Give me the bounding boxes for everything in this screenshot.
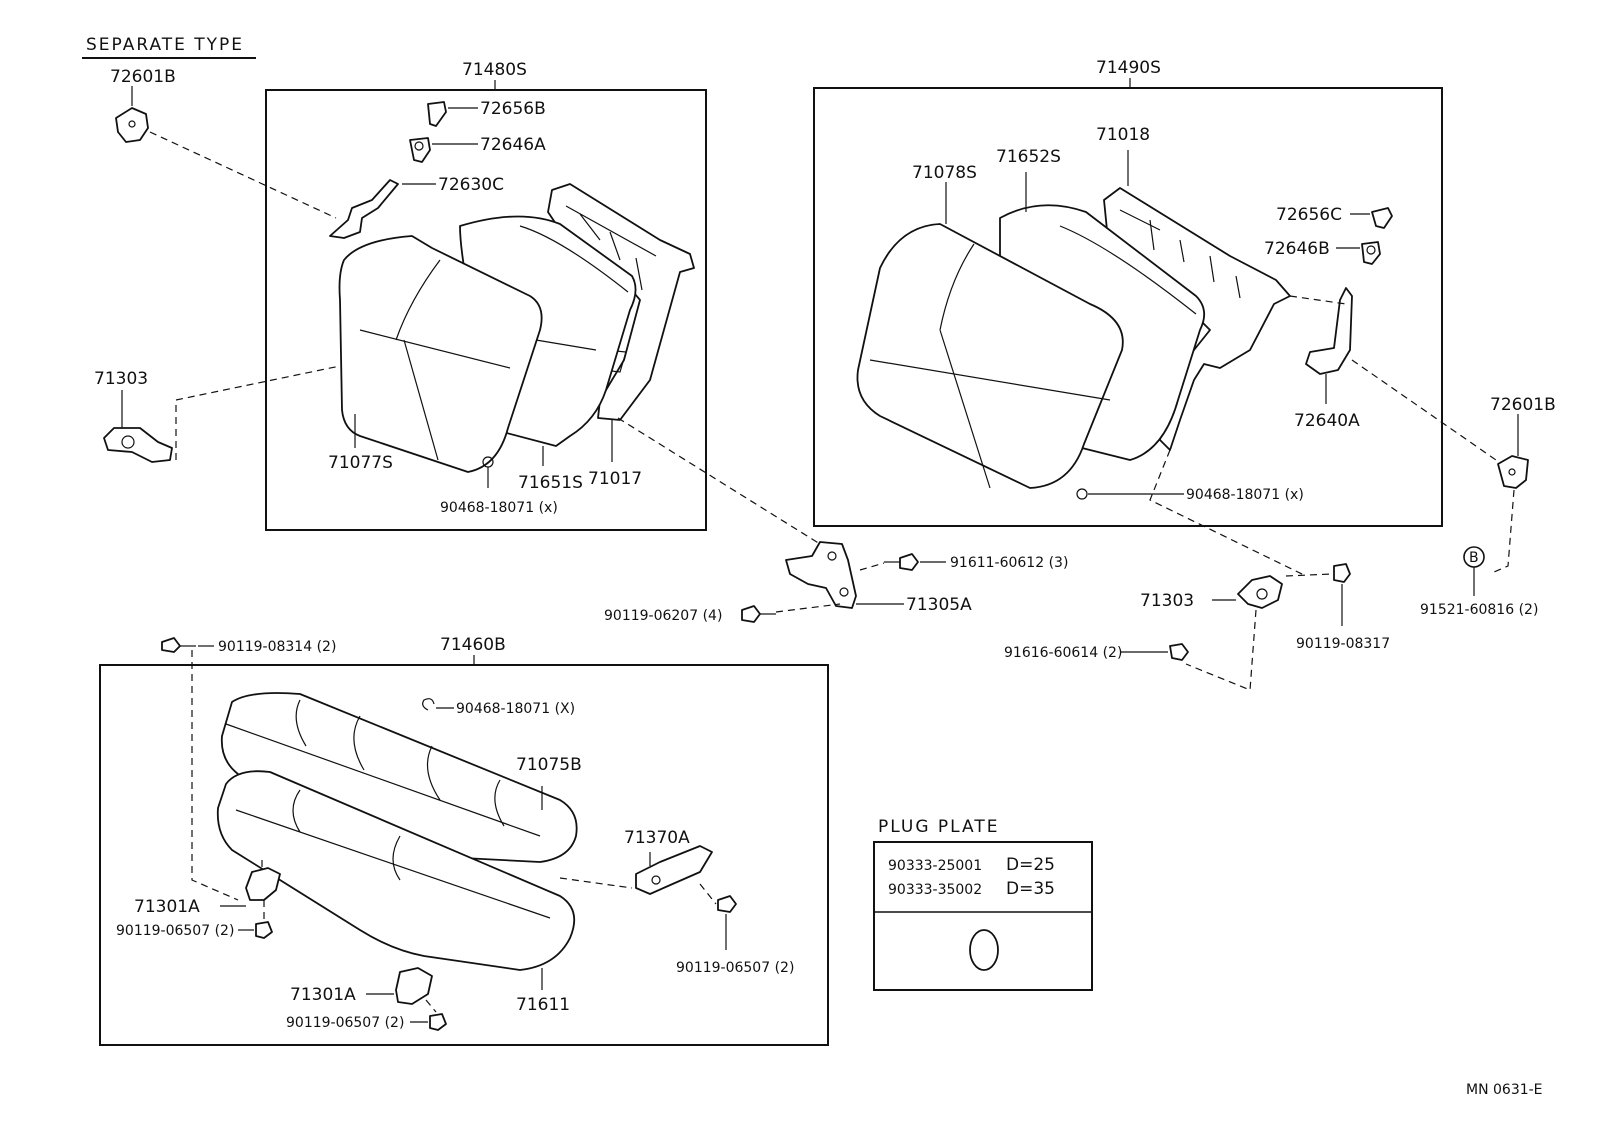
label-91521: 91521-60816 (2) [1420,602,1538,618]
label-90119-06507-right: 90119-06507 (2) [676,960,794,976]
label-72646B: 72646B [1264,239,1330,259]
label-71078S: 71078S [912,163,977,183]
plug-plate-table [873,841,1093,991]
part-72640A-hinge [1305,287,1353,375]
label-71017: 71017 [588,469,642,489]
dashline-cushion-71370A [559,877,633,889]
part-71301A-top-bracket [245,867,281,901]
part-90119-06507-right-bolt [717,895,737,913]
part-71370A-strap [635,845,713,895]
plug-plate-row-1-size: D=25 [1006,855,1055,875]
plug-plate-row-2-part: 90333-35002 [888,882,982,898]
label-71460B: 71460B [440,635,506,655]
plug-plate-row-1-part: 90333-25001 [888,858,982,874]
dashline-71303-left [175,365,341,460]
label-90468-right: 90468-18071 (x) [1186,487,1304,503]
label-72601B-right: 72601B [1490,395,1556,415]
label-71480S: 71480S [462,60,527,80]
label-91616: 91616-60614 (2) [1004,645,1122,661]
dashline-72601B-hinge [149,131,337,219]
label-90119-06507-bottom: 90119-06507 (2) [286,1015,404,1031]
dashline-71017-71305A [617,417,821,545]
dashline-71303-91616 [1185,609,1257,691]
label-71075B: 71075B [516,755,582,775]
label-71652S: 71652S [996,147,1061,167]
part-71305A-bracket [785,541,857,609]
part-72646A-bushing [409,137,431,163]
part-71303-left-latch [103,427,173,463]
part-72646B-bushing [1361,241,1381,265]
part-72601B-right-bracket [1497,455,1529,489]
label-71651S: 71651S [518,473,583,493]
part-90119-06507-bottom-bolt [429,1013,447,1031]
right-seatback-assembly-box [813,87,1443,527]
dashline-72601B-B [1493,489,1515,573]
part-90119-06507-top-bolt [255,921,273,939]
label-90468-left: 90468-18071 (x) [440,500,558,516]
label-71303-right: 71303 [1140,591,1194,611]
part-71303-right-latch [1237,575,1283,609]
part-90119-08317-bolt [1333,563,1351,583]
dashline-frame-72640A [1289,295,1347,305]
part-71301A-bottom-bracket [395,967,433,1005]
label-71018: 71018 [1096,125,1150,145]
label-72646A: 72646A [480,135,546,155]
part-90468-clip-cushion [422,698,435,711]
part-90468-clip-right [1076,488,1088,500]
part-71078S-cover [856,223,1124,489]
part-72601B-left-bracket [115,107,149,143]
label-71490S: 71490S [1096,58,1161,78]
part-72656C-pin [1371,207,1393,229]
label-71611: 71611 [516,995,570,1015]
part-71611-cushion-pad [216,770,576,971]
dashline-90119-08314 [191,650,239,901]
label-91611: 91611-60612 (3) [950,555,1068,571]
part-91611-bolt [884,553,919,571]
b-marker-label: B [1469,550,1479,566]
label-72640A: 72640A [1294,411,1360,431]
part-71018-frame [1103,187,1291,451]
part-90119-08314-bolt [161,637,196,653]
plug-plate-row-2-size: D=35 [1006,879,1055,899]
part-71077S-cover [338,235,543,473]
label-71303-left: 71303 [94,369,148,389]
part-72630C-hinge [329,179,399,239]
label-72601B-left: 72601B [110,67,176,87]
plug-plate-icon [969,929,999,971]
label-90119-08314: 90119-08314 (2) [218,639,336,655]
label-71370A: 71370A [624,828,690,848]
part-91616-bolt [1169,643,1189,661]
diagram-code: MN 0631-E [1466,1082,1543,1098]
dashline-72640A-72601B [1351,359,1497,461]
label-71077S: 71077S [328,453,393,473]
label-90119-06507-top: 90119-06507 (2) [116,923,234,939]
label-72656B: 72656B [480,99,546,119]
label-71301A-bottom: 71301A [290,985,356,1005]
label-71305A: 71305A [906,595,972,615]
part-72656B-pin [427,101,447,127]
dashline-frame-71303 [1149,449,1307,577]
label-90468-cushion: 90468-18071 (X) [456,701,575,717]
label-71301A-top: 71301A [134,897,200,917]
seat-cushion-assembly-box [99,664,829,1046]
plug-plate-title: PLUG PLATE [878,817,999,837]
label-90119-08317: 90119-08317 [1296,636,1390,652]
label-90119-06207: 90119-06207 (4) [604,608,722,624]
diagram-title: SEPARATE TYPE [86,35,244,55]
left-seatback-assembly-box [265,89,707,531]
part-71075B-cushion-cover [220,692,578,863]
label-72630C: 72630C [438,175,504,195]
part-90119-06207-bolt [741,605,776,623]
label-72656C: 72656C [1276,205,1342,225]
